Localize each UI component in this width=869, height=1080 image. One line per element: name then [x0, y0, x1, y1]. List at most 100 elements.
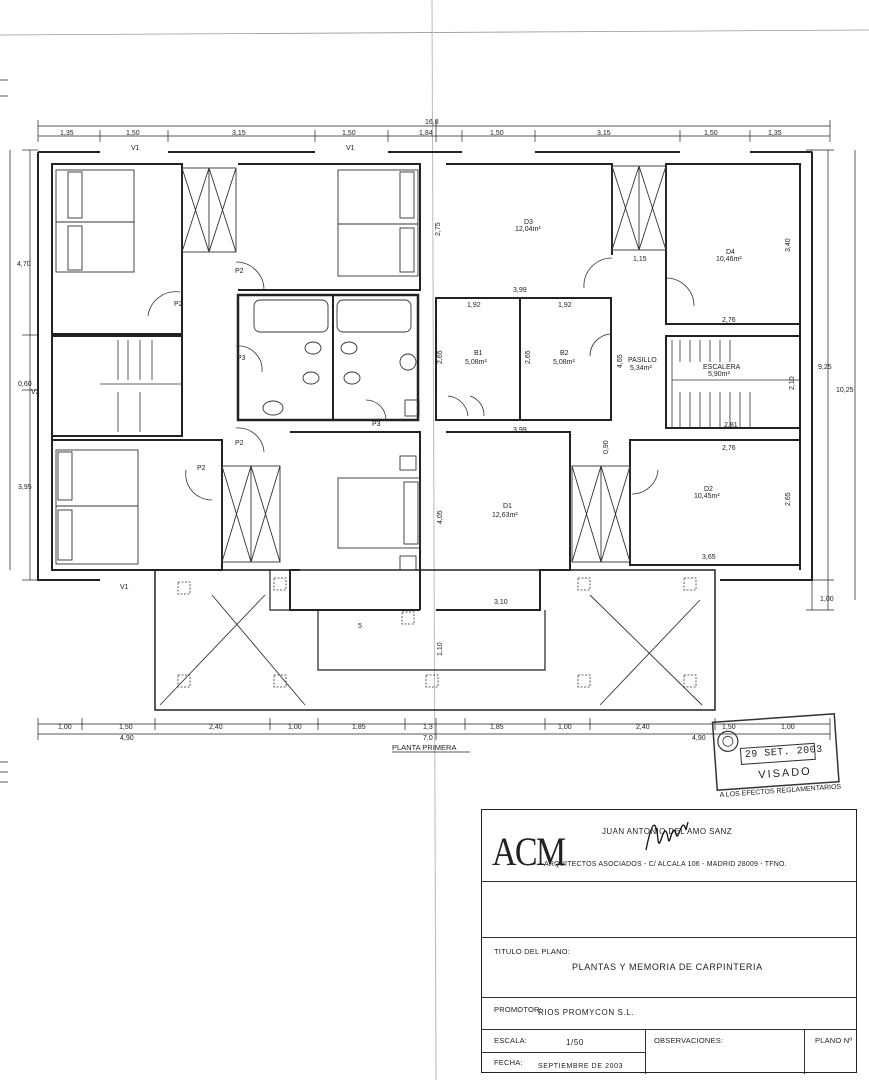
titulo-row: TITULO DEL PLANO: PLANTAS Y MEMORIA DE C…	[482, 938, 856, 998]
firm-address: ARQUITECTOS ASOCIADOS - C/ ALCALA 106 - …	[544, 861, 787, 868]
room-d3-name: D3	[524, 219, 533, 226]
dim-b2-h: 2,65	[525, 350, 532, 364]
promotor-value: RIOS PROMYCON S.L.	[538, 1008, 635, 1017]
dim-right-low: 1,00	[820, 596, 834, 603]
stairs	[100, 340, 800, 432]
promotor-label: PROMOTOR:	[494, 1005, 542, 1014]
title-block-header: ACM JUAN ANTONIO DEL AMO SANZ ARQUITECTO…	[482, 810, 856, 882]
dim-top-right-1: 1,50	[490, 130, 504, 137]
door-label-p3-a: P3	[237, 355, 246, 362]
titulo-label: TITULO DEL PLANO:	[494, 947, 571, 956]
dim-b-h: 2,65	[437, 350, 444, 364]
room-escalera-area: 5,90m²	[708, 371, 730, 378]
dim-bottom-center-1: 1,3	[423, 724, 433, 731]
dim-overall: 16,8	[425, 119, 439, 126]
dim-top-left-2: 1,50	[126, 130, 140, 137]
dim-d4-w: 2,76	[722, 317, 736, 324]
room-d4-name: D4	[726, 249, 735, 256]
dim-top-right-3: 1,50	[704, 130, 718, 137]
fecha-label: FECHA:	[494, 1058, 523, 1067]
room-d4-area: 10,46m²	[716, 256, 742, 263]
roof-lines	[159, 594, 703, 706]
dim-bottom-left-2: 1,50	[119, 724, 133, 731]
dim-bottom-left-3: 2,40	[209, 724, 223, 731]
dim-top-right-2: 3,15	[597, 130, 611, 137]
room-pasillo-area: 5,34m²	[630, 365, 652, 372]
bottom-row: ESCALA: 1/50 FECHA: SEPTIEMBRE DE 2003 O…	[482, 1030, 856, 1074]
dim-top-center: 1,84	[419, 130, 433, 137]
architect-name: JUAN ANTONIO DEL AMO SANZ	[602, 827, 733, 836]
dim-bottom-right-2: 1,00	[558, 724, 572, 731]
walls	[37, 151, 813, 711]
dim-top-left-4: 1,50	[342, 130, 356, 137]
dim-left-2: 0,60	[18, 381, 32, 388]
dim-bottom-left-4: 1,00	[288, 724, 302, 731]
dim-terrace-h: 1,10	[437, 642, 444, 656]
window-label-v1-c: V1	[120, 584, 129, 591]
dim-baths-top: 3,99	[513, 287, 527, 294]
door-swings	[147, 257, 695, 501]
window-label-v1-b: V1	[346, 145, 355, 152]
visado-stamp: 29 SET. 2003 VISADO A LOS EFECTOS REGLAM…	[710, 712, 841, 801]
signature-icon	[645, 821, 689, 851]
room-d2-area: 10,45m²	[694, 493, 720, 500]
room-b1-name: B1	[474, 350, 483, 357]
door-label-p2-b: P2	[174, 301, 183, 308]
dim-bottom-row2-center: 7,0	[423, 735, 433, 742]
room-d3-area: 12,04m²	[515, 226, 541, 233]
dim-bottom-row2-left: 4,90	[120, 735, 134, 742]
dim-left-1: 4,70	[17, 261, 31, 268]
dim-b1-w: 1,92	[467, 302, 481, 309]
dim-top-left-3: 3,15	[232, 130, 246, 137]
dim-bottom-right-4: 1,50	[722, 724, 736, 731]
escala-label: ESCALA:	[494, 1036, 528, 1045]
dim-left-3: 3,95	[18, 484, 32, 491]
room-b2-name: B2	[560, 350, 569, 357]
dim-bottom-right-3: 2,40	[636, 724, 650, 731]
promotor-row: PROMOTOR: RIOS PROMYCON S.L.	[482, 998, 856, 1030]
dim-d2-w: 2,76	[722, 445, 736, 452]
door-label-p2-c: P2	[235, 440, 244, 447]
dim-esc-w: 2,81	[724, 422, 738, 429]
dim-bottom-row2-right: 4,90	[692, 735, 706, 742]
dim-top-right-4: 1,35	[768, 130, 782, 137]
observaciones-label: OBSERVACIONES:	[654, 1036, 724, 1045]
room-b2-area: 5,08m²	[553, 359, 575, 366]
column-markers	[177, 577, 697, 688]
dim-closet-w: 1,15	[633, 256, 647, 263]
beds	[55, 169, 421, 571]
room-b1-area: 5,08m²	[465, 359, 487, 366]
left-edge-marks	[0, 79, 856, 783]
dim-d3-side: 2,75	[435, 222, 442, 236]
plano-cell: PLANO Nº	[804, 1030, 856, 1074]
dim-d2-h: 2,65	[785, 492, 792, 506]
title-block-blank	[482, 882, 856, 938]
dim-bottom-left-5: 1,85	[352, 724, 366, 731]
dim-b2-w: 1,92	[558, 302, 572, 309]
door-label-p2-a: P2	[235, 268, 244, 275]
escala-value: 1/50	[566, 1038, 584, 1047]
closets	[181, 165, 667, 563]
dim-bottom-right-5: 1,00	[781, 724, 795, 731]
plano-label: PLANO Nº	[815, 1036, 853, 1045]
bottom-dimension-lines	[37, 718, 831, 740]
room-d2-name: D2	[704, 486, 713, 493]
bath-fixtures	[253, 299, 420, 417]
dim-terrace-mark: 5	[358, 623, 362, 630]
top-dimension-lines	[37, 120, 831, 142]
room-pasillo-name: PASILLO	[628, 357, 657, 364]
dim-bottom-left-1: 1,00	[58, 724, 72, 731]
stamp-frame	[711, 713, 840, 791]
dim-door-gap: 0,90	[603, 440, 610, 454]
title-block: ACM JUAN ANTONIO DEL AMO SANZ ARQUITECTO…	[481, 809, 857, 1074]
dim-baths-bottom: 3,99	[513, 427, 527, 434]
seal-icon	[717, 730, 739, 752]
dim-top-left-1: 1,35	[60, 130, 74, 137]
dim-bottom-right-1: 1,85	[490, 724, 504, 731]
room-escalera-name: ESCALERA	[703, 364, 741, 371]
dim-esc-h: 2,10	[789, 376, 796, 390]
dim-d4-h: 3,40	[785, 238, 792, 252]
door-label-p2-d: P2	[197, 465, 206, 472]
dim-d2-bottom: 3,65	[702, 554, 716, 561]
